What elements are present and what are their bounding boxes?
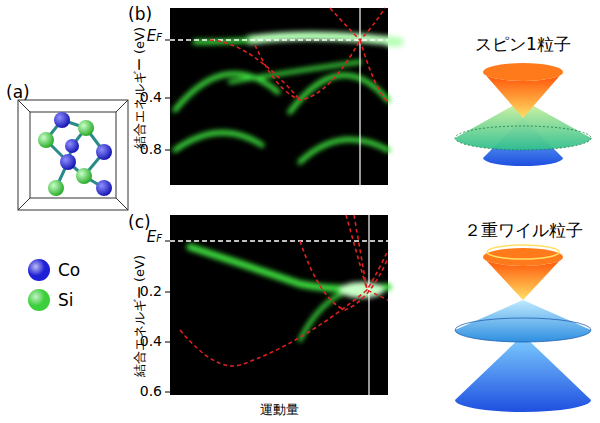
legend-swatch (28, 259, 50, 281)
figure-label: 0.6 (140, 384, 162, 399)
atom-bonds (46, 120, 104, 188)
legend-item: Si (28, 289, 74, 311)
axis-label: 結合エネルギー (eV) (133, 27, 147, 149)
legend-item: Co (28, 259, 80, 281)
crystal-structure (18, 100, 128, 210)
double-weyl-cone (455, 245, 591, 412)
axis-label: 結合エネルギー (eV) (133, 255, 147, 377)
legend-text: Si (58, 290, 74, 310)
legend-text: Co (58, 260, 80, 280)
figure-label: ２重ワイル粒子 (464, 221, 583, 240)
spin1-cone (455, 63, 591, 166)
legend-swatch (28, 289, 50, 311)
figure-label: EF (147, 28, 162, 45)
atoms (38, 112, 112, 196)
figure-label: 運動量 (260, 403, 299, 417)
figure-label: (b) (128, 5, 152, 24)
arpes-panel-b (165, 8, 399, 185)
figure-label: スピン1粒子 (475, 35, 571, 54)
figure-label: (a) (6, 83, 30, 102)
arpes-panel-c (165, 215, 388, 395)
figure-label: EF (147, 229, 162, 246)
